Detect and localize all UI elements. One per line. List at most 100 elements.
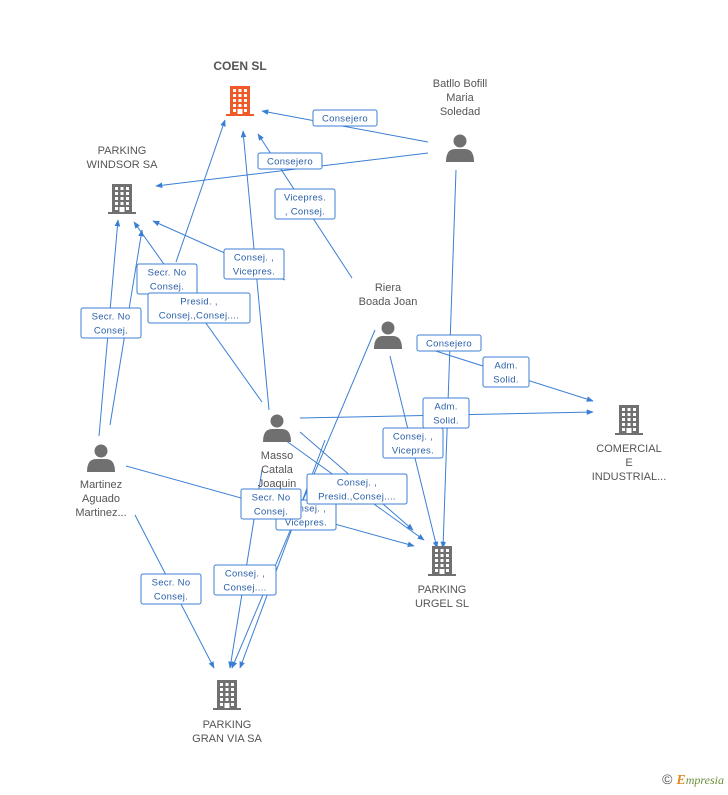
edge-label-e9[interactable]: Adm. Solid. bbox=[482, 356, 530, 388]
edge-label-text: Consejero bbox=[426, 339, 472, 350]
edge-label-box bbox=[482, 356, 530, 388]
building-icon bbox=[213, 680, 241, 710]
edge-label-e8[interactable]: Consejero bbox=[416, 334, 482, 352]
edge-label-text: Presid.,Consej.... bbox=[318, 492, 396, 503]
node-label-line: Catala bbox=[261, 464, 294, 476]
node-label-line: Masso bbox=[261, 450, 293, 462]
building-icon bbox=[615, 405, 643, 435]
edge-label-text: Consej. , bbox=[337, 478, 377, 489]
edge-label-text: Consej. bbox=[94, 326, 128, 337]
edge-label-text: Consej. bbox=[150, 282, 184, 293]
building-icon bbox=[226, 86, 254, 116]
node-granvia[interactable]: PARKING GRAN VIA SA bbox=[192, 680, 263, 745]
edge-label-text: Secr. No bbox=[92, 312, 131, 323]
copyright-footer: ©Empresia bbox=[662, 771, 724, 789]
person-icon bbox=[263, 414, 291, 442]
edge-line bbox=[175, 119, 226, 263]
edge-label-e11[interactable]: Consej. , Vicepres. bbox=[382, 427, 444, 459]
edge-label-text: Solid. bbox=[433, 416, 459, 427]
building-icon bbox=[108, 184, 136, 214]
edge-label-e10[interactable]: Adm. Solid. bbox=[422, 397, 470, 429]
edge-label-e7[interactable]: Secr. No Consej. bbox=[80, 307, 142, 339]
edge-label-text: Consej.,Consej.... bbox=[159, 311, 239, 322]
edge-label-box bbox=[274, 188, 336, 220]
node-martinez[interactable]: MartinezAguadoMartinez... bbox=[75, 444, 127, 520]
edge-label-box bbox=[416, 334, 482, 352]
node-label-line: Martinez bbox=[80, 479, 122, 491]
edge-label-e14[interactable]: Secr. No Consej. bbox=[240, 488, 302, 520]
edge-label-box bbox=[80, 307, 142, 339]
edge-label-text: Vicepres. bbox=[233, 267, 275, 278]
brand-name: mpresia bbox=[685, 773, 724, 787]
edge-label-box bbox=[312, 109, 378, 127]
edge-label-text: Secr. No bbox=[252, 493, 291, 504]
brand-initial: E bbox=[676, 773, 686, 788]
edge-label-e13[interactable]: Consej. , Presid.,Consej.... bbox=[306, 473, 408, 505]
node-label-line: Soledad bbox=[440, 106, 480, 118]
node-label-line: COEN SL bbox=[213, 59, 266, 73]
node-label-line: GRAN VIA SA bbox=[192, 733, 262, 745]
edge-label-text: Consej. , bbox=[393, 432, 433, 443]
edge-label-text: Consej.... bbox=[223, 583, 266, 594]
edge-label-text: Solid. bbox=[493, 375, 519, 386]
edge-label-box bbox=[306, 473, 408, 505]
edge-label-text: Consej. , bbox=[234, 253, 274, 264]
edge-label-box bbox=[382, 427, 444, 459]
edge-label-e4[interactable]: Consej. , Vicepres. bbox=[223, 248, 285, 280]
node-label-line: INDUSTRIAL... bbox=[592, 471, 667, 483]
edge-label-e3[interactable]: Vicepres. , Consej. bbox=[274, 188, 336, 220]
node-label-line: Batllo Bofill bbox=[433, 78, 487, 90]
edge-label-box bbox=[223, 248, 285, 280]
edge-label-text: Adm. bbox=[494, 361, 517, 372]
node-label-line: Riera bbox=[375, 282, 402, 294]
node-comercial[interactable]: COMERCIAL E INDUSTRIAL... bbox=[592, 405, 667, 483]
edge-label-e6[interactable]: Presid. ,Consej.,Consej.... bbox=[147, 292, 251, 324]
node-label-line: PARKING bbox=[418, 584, 467, 596]
edge-label-text: Consej. , bbox=[225, 569, 265, 580]
node-label-line: E bbox=[625, 457, 632, 469]
edge-label-e5[interactable]: Secr. No Consej. bbox=[136, 263, 198, 295]
edge-line bbox=[440, 169, 457, 549]
edge-label-text: , Consej. bbox=[285, 207, 325, 218]
edge-label-text: Consej. , bbox=[286, 504, 326, 515]
edge-label-text: Vicepres. bbox=[392, 446, 434, 457]
edge-label-box bbox=[257, 152, 323, 170]
edge-label-text: Consejero bbox=[322, 114, 368, 125]
edge-label-e15[interactable]: Consej. , Consej.... bbox=[213, 564, 277, 596]
node-coen[interactable]: COEN SL bbox=[213, 59, 267, 116]
edge-label-text: Consej. bbox=[254, 507, 288, 518]
node-label-line: COMERCIAL bbox=[596, 443, 661, 455]
node-label-line: PARKING bbox=[203, 719, 252, 731]
edge-label-text: Vicepres. bbox=[284, 193, 326, 204]
edge-label-text: Vicepres. bbox=[285, 518, 327, 529]
edge-label-text: Consejero bbox=[267, 157, 313, 168]
edge-label-box bbox=[147, 292, 251, 324]
person-icon bbox=[87, 444, 115, 472]
edge-label-e1[interactable]: Consejero bbox=[312, 109, 378, 127]
person-icon bbox=[374, 321, 402, 349]
edge-label-text: Adm. bbox=[434, 402, 457, 413]
edge-label-text: Consej. bbox=[154, 592, 188, 603]
person-icon bbox=[446, 134, 474, 162]
edge-label-e2[interactable]: Consejero bbox=[257, 152, 323, 170]
edge-label-box bbox=[213, 564, 277, 596]
node-windsor[interactable]: PARKING WINDSOR SA bbox=[87, 145, 159, 214]
edge-label-text: Secr. No bbox=[148, 268, 187, 279]
node-label-line: Boada Joan bbox=[359, 296, 418, 308]
building-icon bbox=[428, 546, 456, 576]
node-label-line: Joaquin bbox=[258, 478, 297, 490]
copyright-symbol: © bbox=[662, 771, 673, 787]
node-label-line: Aguado bbox=[82, 493, 120, 505]
edge-label-box bbox=[422, 397, 470, 429]
node-label-line: WINDSOR SA bbox=[87, 159, 159, 171]
node-label-line: PARKING bbox=[98, 145, 147, 157]
edge-label-box bbox=[140, 573, 202, 605]
